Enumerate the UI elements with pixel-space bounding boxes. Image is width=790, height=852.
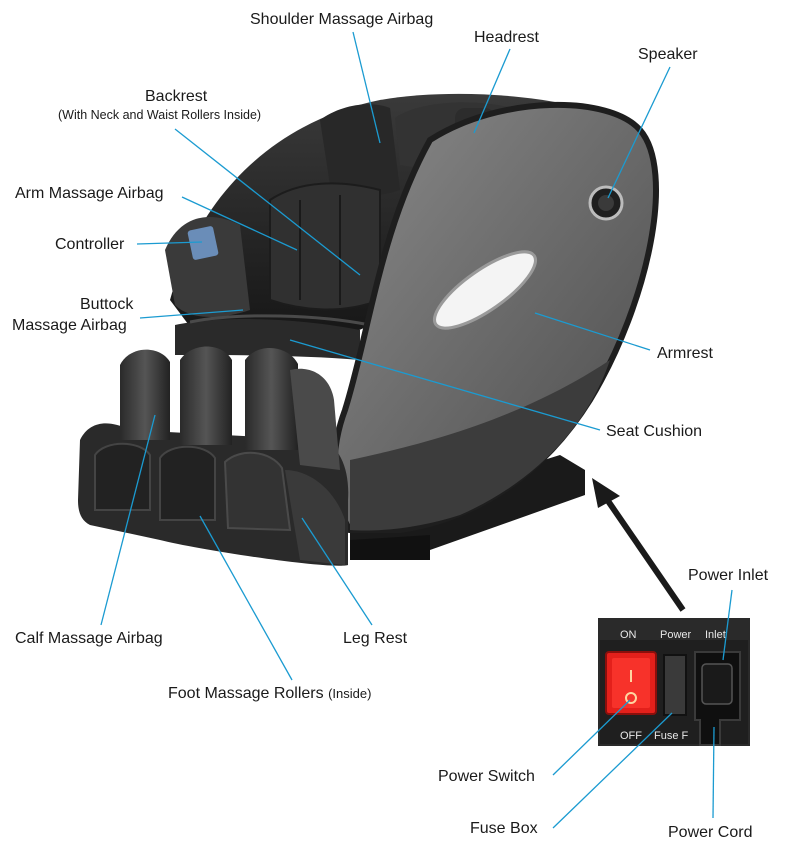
label-power-switch: Power Switch <box>438 768 535 785</box>
label-headrest: Headrest <box>474 29 539 46</box>
seat-shape <box>175 314 371 360</box>
pointer-arrow <box>592 478 686 612</box>
label-buttock-1: Buttock <box>80 296 134 313</box>
label-speaker: Speaker <box>638 46 698 63</box>
leg-rest-shape <box>78 346 349 566</box>
label-arm-airbag: Arm Massage Airbag <box>15 185 164 202</box>
label-controller: Controller <box>55 236 125 253</box>
panel-off-label: OFF <box>620 730 642 742</box>
label-buttock-2: Massage Airbag <box>12 317 127 334</box>
label-foot-rollers-text: Foot Massage Rollers <box>168 685 324 702</box>
label-armrest: Armrest <box>657 345 713 362</box>
label-power-cord: Power Cord <box>668 824 753 841</box>
label-calf-airbag: Calf Massage Airbag <box>15 630 163 647</box>
label-fuse-box: Fuse Box <box>470 820 538 837</box>
label-backrest: Backrest <box>145 88 208 105</box>
panel-on-label: ON <box>620 629 637 641</box>
panel-power-label: Power <box>660 629 692 641</box>
label-foot-rollers: Foot Massage Rollers (Inside) <box>168 685 371 703</box>
right-shell-shape <box>331 101 659 533</box>
label-foot-rollers-note: (Inside) <box>328 686 372 701</box>
panel-fuse-label: Fuse F <box>654 730 689 742</box>
power-panel: ON Power Inlet OFF Fuse F <box>598 618 750 746</box>
left-armrest-shape <box>165 217 250 317</box>
fuse-box-graphic <box>663 654 687 716</box>
label-seat-cushion: Seat Cushion <box>606 423 703 440</box>
label-power-inlet: Power Inlet <box>688 567 769 584</box>
label-leg-rest: Leg Rest <box>343 630 408 647</box>
label-backrest-note: (With Neck and Waist Rollers Inside) <box>58 108 262 122</box>
panel-inlet-label: Inlet <box>705 629 726 641</box>
leader-lines <box>100 31 733 829</box>
label-shoulder-airbag: Shoulder Massage Airbag <box>250 11 434 28</box>
